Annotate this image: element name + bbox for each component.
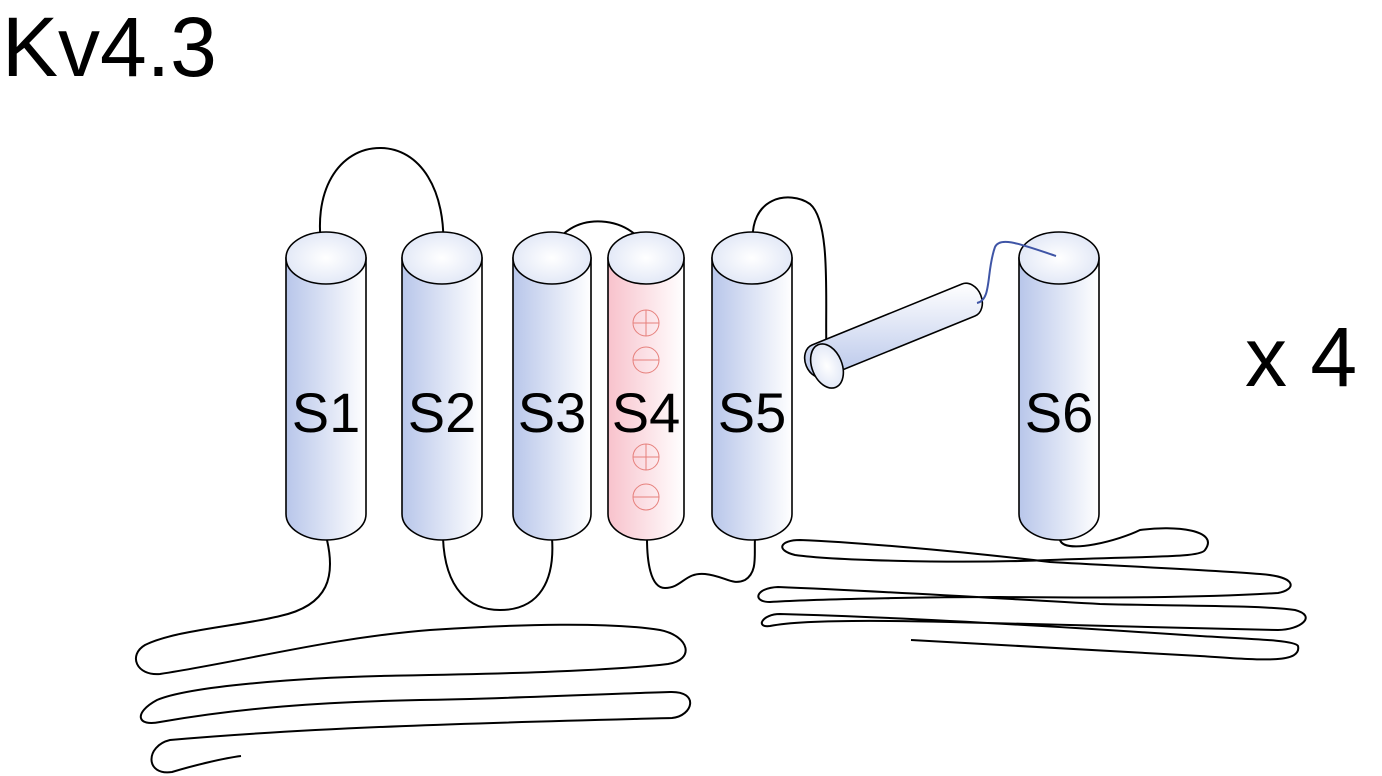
segment-s4: S4 <box>607 231 685 541</box>
segment-cylinder-body <box>1018 257 1100 541</box>
pore-helix <box>803 282 984 389</box>
segment-s6: S6 <box>1018 231 1100 541</box>
segment-cylinder-cap <box>285 231 367 285</box>
segment-s2: S2 <box>401 231 483 541</box>
loop-s4-s5 <box>646 537 756 590</box>
diagram-title: Kv4.3 <box>2 0 217 94</box>
segment-cylinder-cap <box>711 231 793 285</box>
segment-cylinder-cap <box>1018 231 1100 285</box>
segment-cylinder-cap <box>607 231 685 285</box>
segment-s3: S3 <box>512 231 592 541</box>
segment-s5: S5 <box>711 231 793 541</box>
pore-loop <box>976 240 1057 304</box>
segment-label-s3: S3 <box>518 381 587 444</box>
c-terminus <box>757 527 1307 661</box>
segment-cylinder-body <box>711 257 793 541</box>
segment-label-s2: S2 <box>408 381 477 444</box>
segment-label-s1: S1 <box>292 381 361 444</box>
segment-label-s5: S5 <box>718 381 787 444</box>
loop-s5-pore <box>751 196 829 369</box>
segment-s1: S1 <box>285 231 367 541</box>
transmembrane-segments: S1 S2 S3 S4 S5 S6 <box>285 231 1100 541</box>
segment-cylinder-body <box>512 257 592 541</box>
segment-cylinder-body <box>607 257 685 541</box>
segment-cylinder-body <box>285 257 367 541</box>
segment-label-s6: S6 <box>1025 381 1094 444</box>
loop-s1-s2 <box>318 146 445 257</box>
tetramer-multiplier: x 4 <box>1245 310 1357 404</box>
segment-cylinder-body <box>401 257 483 541</box>
n-terminus <box>135 539 692 774</box>
segment-cylinder-cap <box>401 231 483 285</box>
segment-label-s4: S4 <box>612 381 681 444</box>
segment-cylinder-cap <box>512 231 592 285</box>
loop-s2-s3 <box>442 537 554 612</box>
